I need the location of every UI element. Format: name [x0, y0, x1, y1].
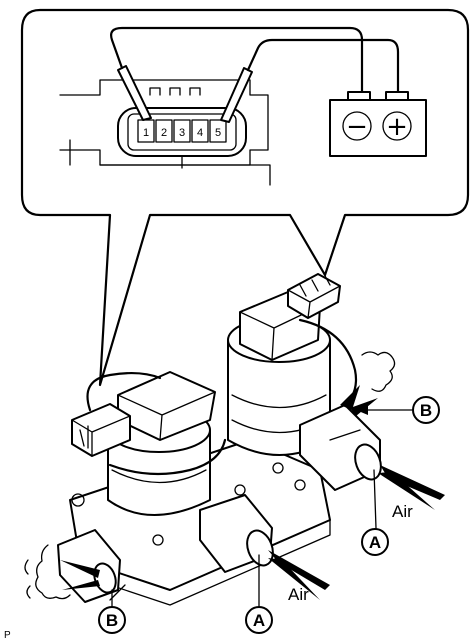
air-label-right: Air — [392, 502, 413, 521]
battery-terminal-negative — [347, 91, 371, 101]
callout-b-left: B — [106, 611, 118, 630]
pin-3-label: 3 — [179, 127, 185, 139]
figure-mark: P — [4, 630, 11, 641]
callout-a-bottom: A — [253, 611, 265, 630]
pin-5-box — [209, 119, 227, 143]
air-arrow-right-2 — [378, 472, 435, 510]
air-arrow-right-1 — [380, 465, 445, 500]
air-arrow-bottom-2 — [268, 558, 320, 600]
callout-a-right-circle — [361, 528, 389, 556]
exhaust-cloud-right — [361, 351, 396, 392]
battery: − + — [329, 91, 427, 157]
connector-inset — [20, 8, 470, 387]
bottom-air-port — [199, 494, 274, 573]
exhaust-right-arrow-1 — [340, 385, 360, 410]
left-wire-lower — [108, 438, 227, 476]
battery-terminal-positive — [385, 91, 409, 101]
pin-2-box — [155, 119, 173, 143]
probe-right — [220, 67, 253, 123]
callouts: B A A B — [98, 396, 440, 634]
test-probes — [117, 65, 253, 123]
right-connector — [287, 273, 341, 319]
leader-b-right-arrowhead — [356, 405, 368, 415]
exhaust-left-arrow-2 — [62, 580, 100, 590]
lead-wire-negative — [110, 26, 364, 94]
connector-pins: 1 2 3 4 5 — [137, 119, 227, 143]
air-arrow-bottom-1 — [268, 550, 330, 590]
callout-b-left-circle — [98, 606, 126, 634]
leader-lines — [111, 405, 413, 609]
pin-4-label: 4 — [197, 127, 203, 139]
battery-positive-circle — [382, 111, 412, 141]
pin-3-box — [173, 119, 191, 143]
callout-b-right-circle — [412, 396, 440, 424]
lead-wires — [110, 26, 400, 94]
pin-4-box — [191, 119, 209, 143]
battery-body — [329, 99, 427, 157]
callout-a-bottom-circle — [245, 606, 273, 634]
battery-negative-icon: − — [346, 112, 368, 142]
probe-left — [117, 65, 152, 121]
callout-a-right: A — [369, 533, 381, 552]
exhaust-cloud-left — [35, 544, 71, 600]
battery-positive-icon: + — [386, 112, 408, 142]
left-connector — [71, 371, 227, 476]
air-arrows — [268, 465, 445, 600]
left-wire-loop — [86, 371, 162, 412]
vsv-left — [107, 371, 216, 516]
callout-b-right: B — [420, 401, 432, 420]
exhaust-left-arrow-1 — [60, 560, 100, 578]
pin-1-label: 1 — [143, 127, 149, 139]
pin-2-label: 2 — [161, 127, 167, 139]
pin-5-label: 5 — [215, 127, 221, 139]
exhaust-cloud-left-outer — [24, 559, 31, 599]
leader-a-right — [373, 469, 377, 529]
air-label-bottom: Air — [288, 585, 309, 604]
lead-wire-positive — [246, 38, 400, 94]
battery-negative-circle — [342, 111, 372, 141]
